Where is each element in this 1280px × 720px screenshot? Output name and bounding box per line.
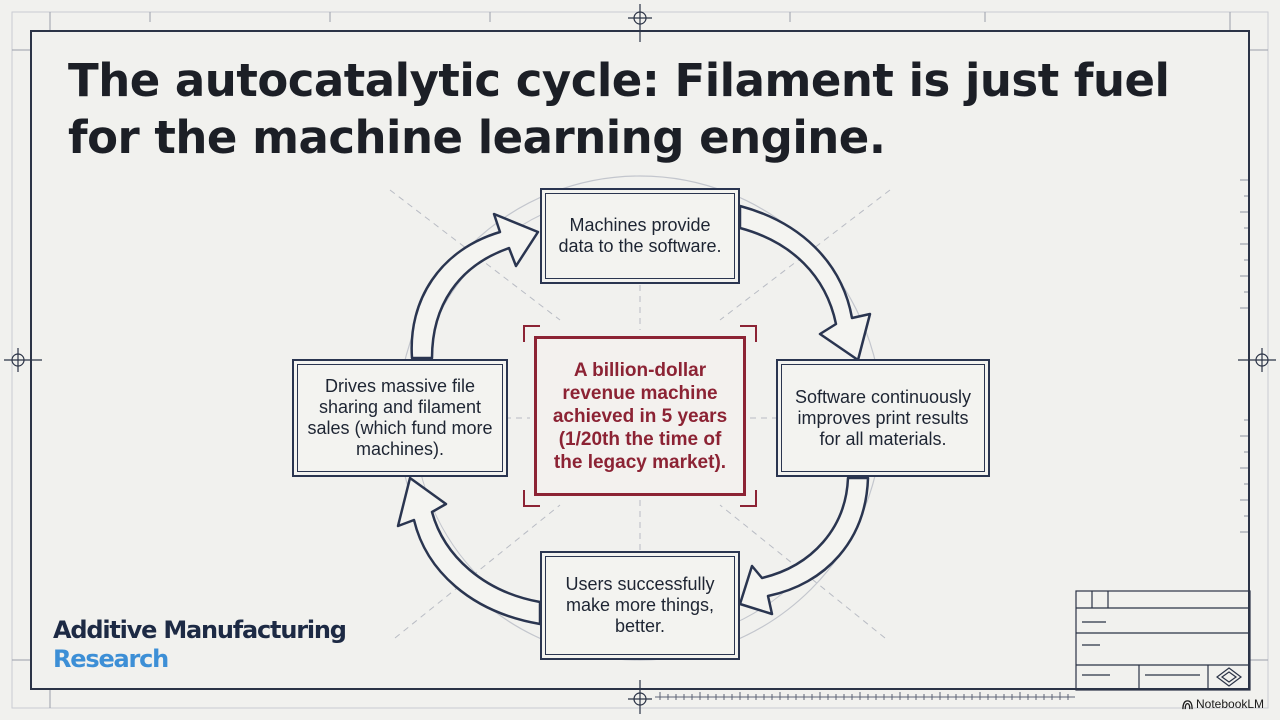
watermark-text: NotebookLM bbox=[1196, 697, 1265, 711]
cycle-step-software: Software continuously improves print res… bbox=[776, 359, 990, 477]
slide-title: The autocatalytic cycle: Filament is jus… bbox=[68, 54, 1170, 164]
title-block-diamond-icon bbox=[1216, 667, 1242, 687]
cycle-arrow-right-to-bottom bbox=[738, 476, 870, 616]
notebooklm-logo-icon bbox=[1182, 699, 1193, 709]
center-callout: A billion-dollar revenue machine achieve… bbox=[534, 336, 746, 496]
brand-logo: Additive Manufacturing Research bbox=[53, 616, 347, 674]
brand-line-2: Research bbox=[53, 645, 169, 673]
cycle-arrow-bottom-to-left bbox=[396, 476, 542, 626]
cycle-step-users: Users successfully make more things, bet… bbox=[540, 551, 740, 660]
brand-line-1: Additive Manufacturing bbox=[53, 616, 347, 644]
cycle-step-machines: Machines provide data to the software. bbox=[540, 188, 740, 284]
cycle-arrow-left-to-top bbox=[410, 212, 540, 360]
watermark: NotebookLM bbox=[1182, 697, 1264, 711]
cycle-step-sharing: Drives massive file sharing and filament… bbox=[292, 359, 508, 477]
slide-frame bbox=[30, 30, 1250, 690]
crosshair-icon bbox=[4, 4, 1276, 714]
